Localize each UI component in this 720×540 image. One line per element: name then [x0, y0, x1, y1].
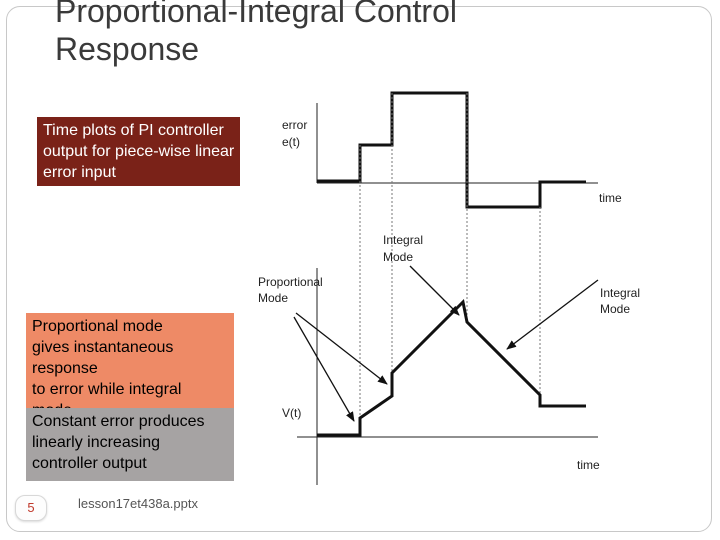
footer-filename: lesson17et438a.pptx	[78, 496, 198, 511]
orange-text-box: Proportional mode gives instantaneous re…	[26, 313, 234, 408]
proportional-mode-label-1: Proportional	[258, 275, 323, 289]
integral-mode-label-2: Mode	[383, 250, 413, 264]
orange-box-line-5: mode	[32, 400, 234, 408]
slide-frame	[6, 6, 712, 532]
integral-mode-label-1: Integral	[383, 233, 423, 247]
gray-text-box: Constant error produces linearly increas…	[26, 408, 234, 481]
time-label-top: time	[599, 191, 622, 205]
error-axis-label-1: error	[282, 118, 307, 132]
time-label-bottom: time	[577, 458, 600, 472]
orange-box-line-4: to error while integral	[32, 381, 182, 398]
controller-output-signal	[317, 298, 586, 437]
red-box-line-3: error input	[43, 164, 116, 181]
gray-box-line-2: linearly increasing	[32, 434, 161, 451]
proportional-mode-label-2: Mode	[258, 291, 288, 305]
error-axis-label-2: e(t)	[282, 135, 300, 149]
arrow-integral-mode	[409, 265, 460, 316]
red-text-box: Time plots of PI controller output for p…	[37, 117, 240, 186]
error-signal	[317, 91, 586, 209]
gray-box-line-1: Constant error produces	[32, 413, 205, 430]
red-box-line-1: Time plots of PI controller	[43, 122, 224, 139]
orange-box-line-2: gives instantaneous	[32, 339, 174, 356]
slide-title: Proportional-Integral Control Response	[55, 0, 615, 68]
orange-box-line-3: response	[32, 360, 98, 377]
arrow-proportional-to-step-1	[295, 312, 388, 385]
integral-mode-right-label-1: Integral	[600, 286, 640, 300]
slide-number: 5	[15, 495, 47, 521]
arrow-integral-mode-right	[506, 279, 599, 350]
arrow-proportional-to-step-2	[293, 316, 355, 422]
title-line-2: Response	[55, 31, 200, 67]
orange-box-line-1: Proportional mode	[32, 318, 163, 335]
gray-box-line-3: controller output	[32, 455, 147, 472]
integral-mode-right-label-2: Mode	[600, 302, 630, 316]
v-axis-label: V(t)	[282, 406, 301, 420]
title-line-1: Proportional-Integral Control	[55, 0, 457, 29]
red-box-line-2: output for piece-wise linear	[43, 143, 235, 160]
